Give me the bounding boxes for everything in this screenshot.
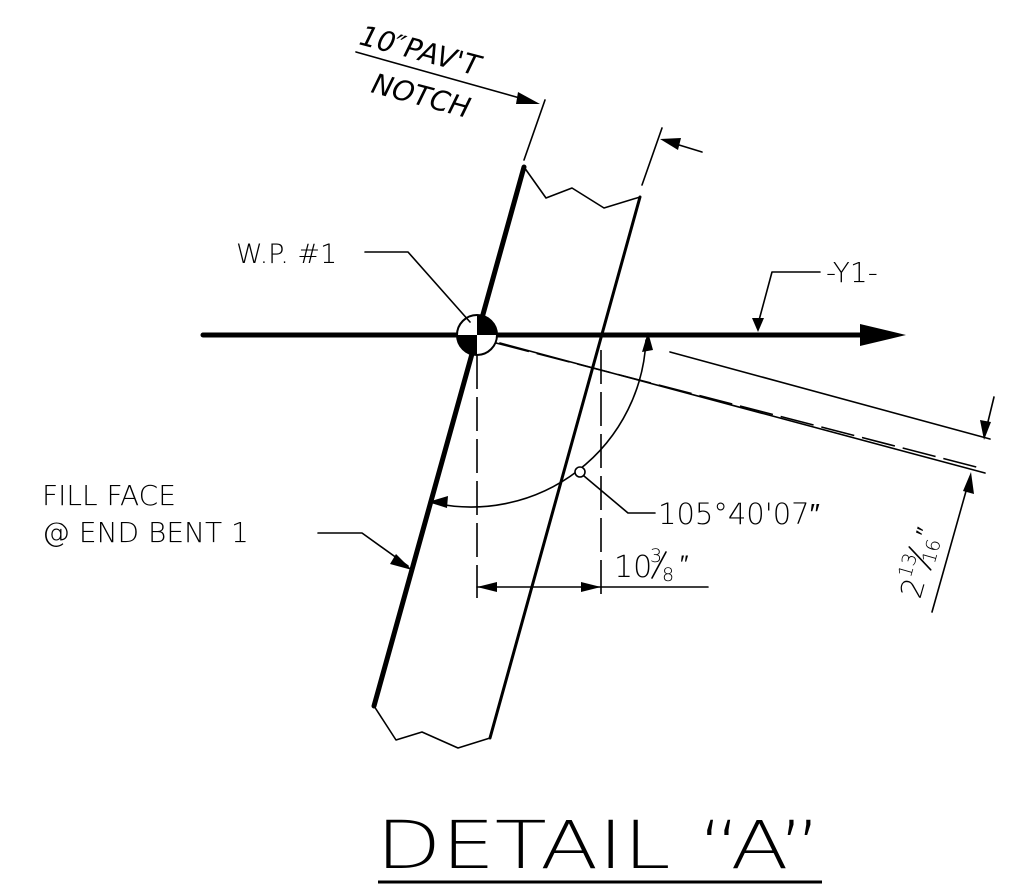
arrowhead-icon [752, 318, 764, 332]
detail-title-block: DETAIL “A” [376, 807, 822, 884]
arrowhead-icon [963, 472, 974, 494]
fill-face-label-line1: FILL FACE [42, 479, 176, 512]
arrowhead-icon [516, 92, 540, 104]
pavement-notch-dimension: 10″PAV'T NOTCH [355, 19, 703, 186]
fill-face-label-line2: @ END BENT 1 [42, 516, 249, 549]
fill-face-leader [317, 532, 409, 567]
back-face-line [488, 195, 642, 740]
horizontal-offset-whole: 10 [614, 550, 652, 585]
bottom-break-line [373, 705, 491, 749]
y1-alignment [200, 271, 906, 346]
work-point-label: W.P. #1 [236, 239, 337, 270]
fill-face-line [371, 164, 527, 709]
arrowhead-icon [980, 420, 991, 440]
angle-arc [433, 339, 647, 508]
arrowhead-icon [660, 138, 681, 150]
fill-face-callout: FILL FACE @ END BENT 1 [42, 479, 412, 570]
skew-offset-line-upper [669, 351, 991, 440]
top-break-line [523, 166, 641, 209]
arrowhead-icon [428, 496, 448, 508]
perpendicular-offset-denominator: 16 [918, 537, 946, 566]
y1-leader [757, 271, 821, 325]
notch-leader-left [355, 51, 535, 103]
fraction-bar [651, 551, 667, 579]
skew-angle: 105°40'07″ [428, 332, 820, 531]
work-point-leader [364, 251, 471, 323]
perpendicular-dimension: 2 13 16 ″ [894, 396, 995, 613]
arrowhead-icon [477, 582, 497, 592]
skew-angle-label: 105°40'07″ [658, 497, 820, 531]
horizontal-offset-inch: ″ [680, 550, 689, 578]
arrowhead-icon [390, 554, 412, 570]
skew-offset-line-lower [499, 342, 986, 474]
angle-reference-point [574, 466, 586, 478]
notch-extension-left [523, 99, 546, 161]
alignment-label: -Y1- [826, 256, 878, 289]
skew-reference-lines [495, 342, 991, 474]
horizontal-offset-denominator: 8 [662, 564, 674, 586]
detail-title: DETAIL “A” [376, 807, 822, 884]
angle-leader [583, 475, 656, 514]
arrowhead-icon [581, 582, 601, 592]
end-bent-outline [371, 164, 642, 749]
arrowhead-icon [860, 324, 906, 346]
work-point: W.P. #1 [236, 239, 498, 356]
horizontal-dimension: 10 3 8 ″ [476, 545, 709, 592]
fraction-bar [908, 546, 932, 571]
perp-dim-lower-line [931, 476, 971, 613]
arrowhead-icon [642, 332, 653, 352]
horizontal-offset-numerator: 3 [650, 545, 662, 567]
work-point-icon [456, 314, 498, 356]
notch-extension-right [641, 127, 663, 186]
